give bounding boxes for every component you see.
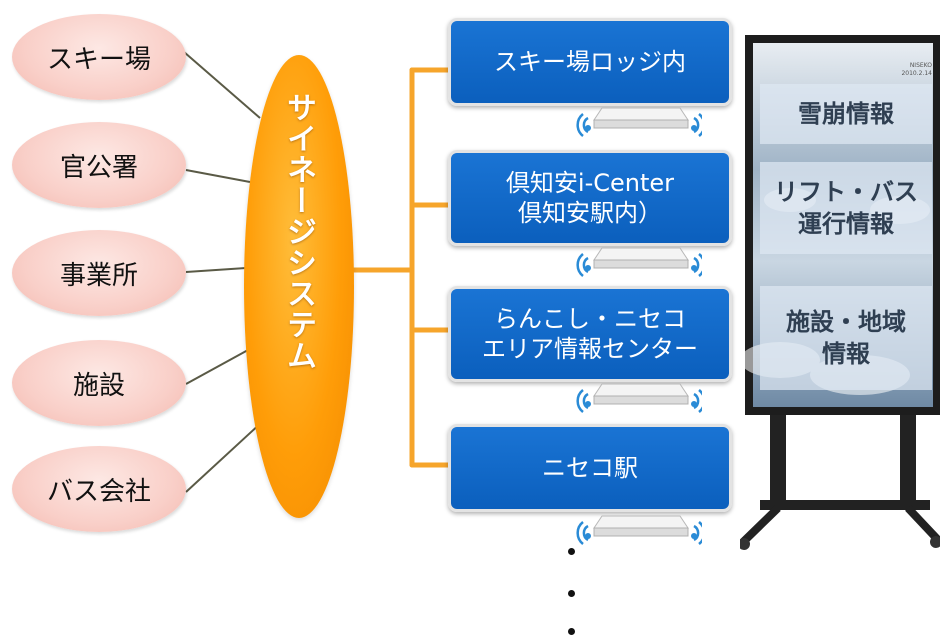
- note-line: NISEKO: [909, 62, 932, 69]
- signage-system-hub: [244, 55, 354, 518]
- source-business: 事業所: [12, 230, 186, 316]
- source-label: 官公署: [59, 152, 138, 183]
- continuation-dot: [568, 590, 575, 597]
- signage-player-icon: [576, 107, 702, 137]
- site-ski-lodge: スキー場ロッジ内: [448, 18, 732, 106]
- site-kutchan-icenter: 倶知安i-Center 倶知安駅内）: [448, 150, 732, 246]
- hub-label: サイネージシステム: [281, 92, 316, 371]
- connector-ski-resort: [183, 51, 261, 119]
- panel-label: 雪崩情報: [798, 100, 894, 128]
- panel-label: 施設・地域 情報: [786, 308, 906, 368]
- source-government-office: 官公署: [12, 122, 186, 208]
- connector-business: [185, 267, 247, 273]
- signage-player-icon: [576, 247, 702, 277]
- source-facility: 施設: [12, 340, 186, 426]
- source-label: 施設: [72, 370, 125, 401]
- site-label: ニセコ駅: [542, 454, 638, 482]
- continuation-dot: [568, 548, 575, 555]
- source-label: 事業所: [59, 260, 138, 291]
- site-niseko-station: ニセコ駅: [448, 424, 732, 512]
- note-line: 2010.2.14: [901, 70, 932, 77]
- signage-player-icon: [576, 383, 702, 413]
- signage-corner-note: NISEKO 2010.2.14: [888, 62, 932, 78]
- site-label: らんこし・ニセコ エリア情報センター: [482, 305, 698, 363]
- panel-label: リフト・バス 運行情報: [774, 178, 918, 238]
- continuation-dot: [568, 628, 575, 635]
- signage-player-icon: [576, 515, 702, 545]
- panel-avalanche-info: 雪崩情報: [760, 84, 932, 144]
- site-bracket: [351, 67, 453, 468]
- site-label: 倶知安i-Center 倶知安駅内）: [505, 169, 675, 227]
- site-label: スキー場ロッジ内: [494, 48, 686, 76]
- panel-lift-bus-info: リフト・バス 運行情報: [760, 162, 932, 254]
- panel-facility-area-info: 施設・地域 情報: [760, 286, 932, 390]
- connector-government: [185, 169, 251, 183]
- source-bus-company: バス会社: [12, 446, 186, 532]
- site-rankoshi-niseko-center: らんこし・ニセコ エリア情報センター: [448, 286, 732, 382]
- connector-bus-company: [185, 421, 263, 493]
- source-label: バス会社: [46, 476, 151, 507]
- source-ski-resort: スキー場: [12, 14, 186, 100]
- source-label: スキー場: [46, 44, 151, 75]
- connector-facility: [185, 349, 249, 385]
